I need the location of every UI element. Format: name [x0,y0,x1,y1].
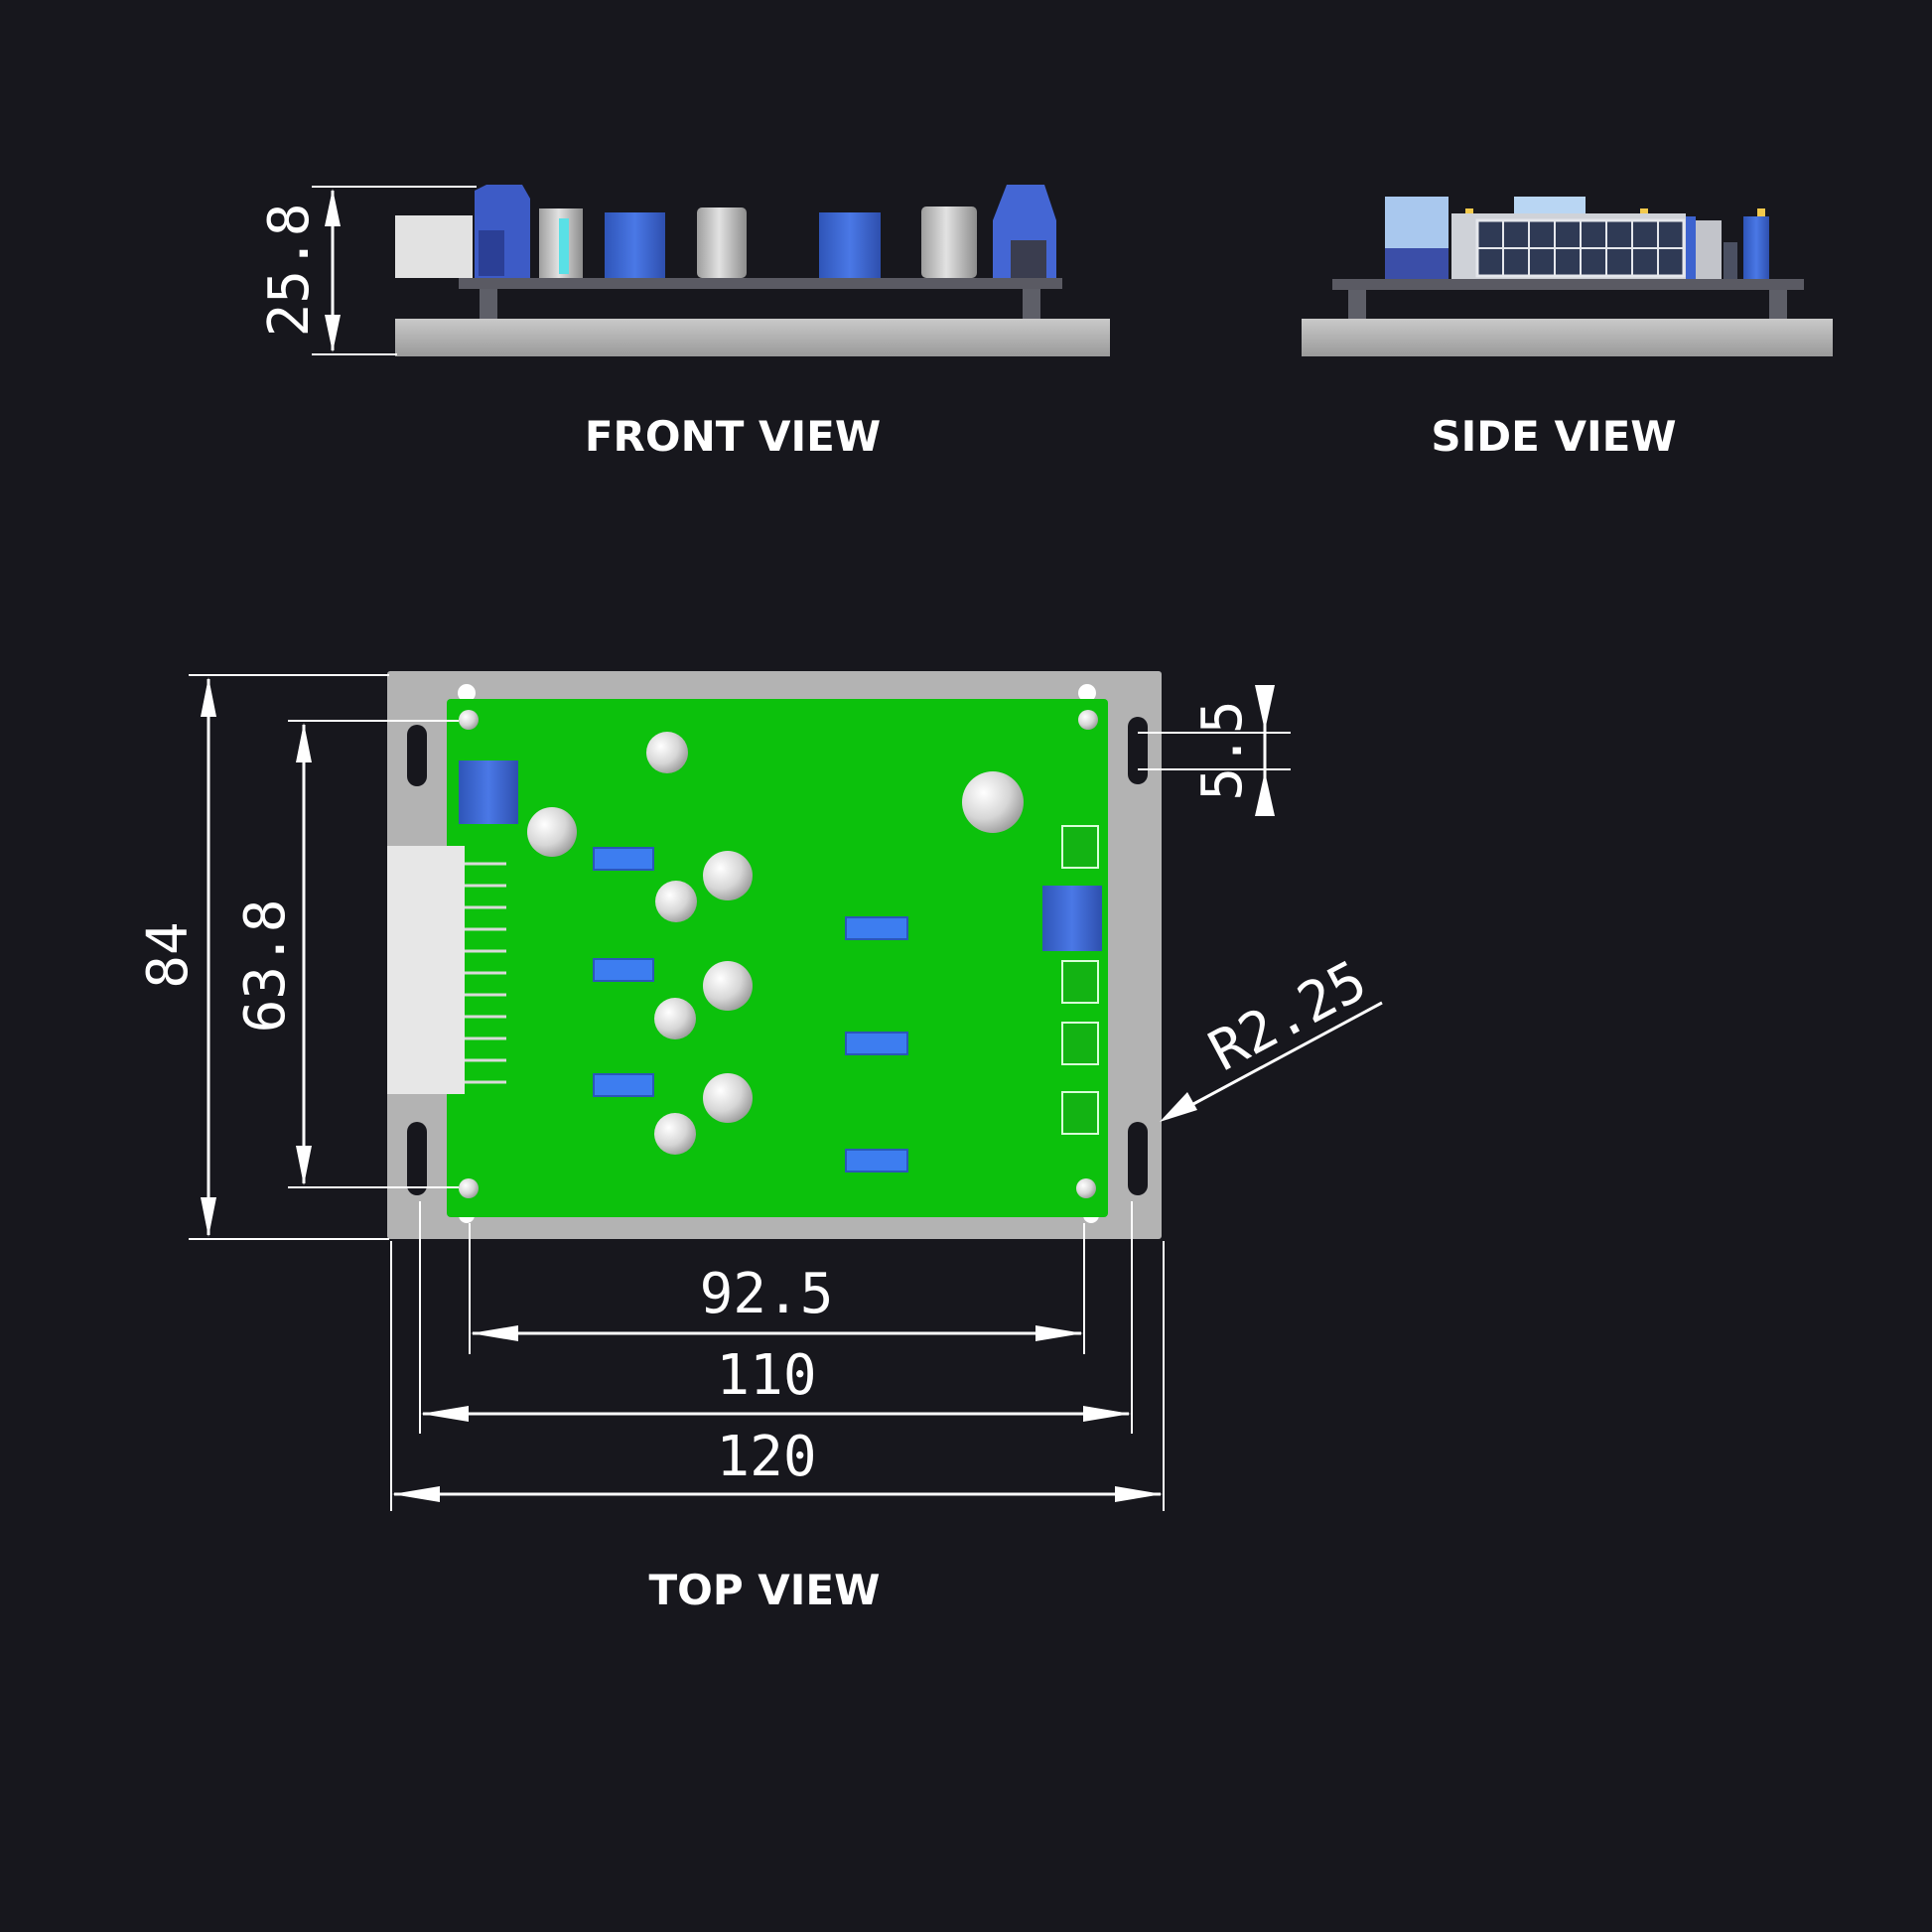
side-standoff-right [1769,288,1787,319]
round-components [527,732,1024,1155]
chip-large-left [459,760,518,824]
connector-pins [465,862,506,1084]
side-view-title: SIDE VIEW [1431,412,1676,461]
radius-leader-arrow [1160,1092,1197,1122]
dim-925-arrow-left [471,1325,518,1341]
dim-110-arrow-right [1083,1406,1131,1422]
overall-width-dimension: 120 [716,1425,816,1489]
side-view: SIDE VIEW [1302,197,1833,461]
side-blue-cap [1743,216,1769,279]
corner-radius-dimension: R2.25 [1199,948,1377,1084]
pcb-hole-tr [1078,710,1098,730]
dim-84-arrow-bottom [201,1197,216,1237]
dim-84-arrow-top [201,677,216,717]
front-blue-component-2 [819,212,881,278]
front-capacitor-3 [921,207,977,278]
side-blue-post [1686,216,1696,279]
pcb-hole-tl [459,710,479,730]
side-standoff-left [1348,288,1366,319]
dim-55-arrow-top [1255,685,1275,731]
slot-top-left [407,725,427,786]
front-capacitor-1-band [559,218,569,274]
side-grey-part [1696,220,1722,279]
pcb-edge-connector [387,846,465,1094]
dim-120-arrow-left [392,1486,440,1502]
dim-120-arrow-right [1115,1486,1163,1502]
slot-width-dimension: 5.5 [1190,700,1255,800]
vertical-hole-pitch-dimension: 63.8 [233,899,298,1034]
front-standoff-right [1023,288,1040,319]
side-base-plate [1302,319,1833,356]
plate-hole-tl [458,684,476,702]
pcb-hole-br [1076,1178,1096,1198]
front-base-plate [395,319,1110,356]
dim-925-arrow-right [1035,1325,1083,1341]
pcb-hole-bl [459,1178,479,1198]
top-view-title: TOP VIEW [649,1566,881,1614]
dim-55-arrow-bottom [1255,771,1275,816]
side-blue-cap-pin [1757,208,1765,216]
front-view: 25.8 FRONT VIEW [257,185,1110,461]
side-block-dark [1385,248,1449,279]
front-height-dimension: 25.8 [257,204,322,338]
resistors [593,847,908,1173]
plate-hole-tr [1078,684,1096,702]
horizontal-hole-pitch-dimension: 92.5 [700,1262,834,1326]
front-dim-arrow-bottom [325,315,341,352]
side-pcb-edge [1332,279,1804,290]
dim-638-arrow-bottom [296,1146,312,1185]
chip-large-right [1042,886,1102,951]
test-pads [1061,825,1099,1135]
slot-bottom-right [1128,1122,1148,1195]
side-top-cap [1514,197,1586,216]
side-block-light [1385,197,1449,248]
front-capacitor-2 [697,207,747,278]
top-view: 84 63.8 5.5 R2.25 92.5 1 [136,671,1383,1614]
side-small-dark [1724,242,1737,279]
slot-top-right [1128,717,1148,784]
front-connector [395,215,473,278]
dim-110-arrow-left [421,1406,469,1422]
front-blue-component-1 [605,212,665,278]
radius-leader [1167,1001,1383,1120]
front-dim-arrow-top [325,189,341,226]
front-pcb-edge [459,278,1062,289]
front-bracket-right-slot [1011,240,1046,278]
slot-pitch-dimension: 110 [716,1343,816,1408]
slot-bottom-left [407,1122,427,1195]
dim-638-arrow-top [296,723,312,762]
side-connector-grid [1477,220,1684,276]
front-bracket-left-slot [479,230,504,276]
front-standoff-left [480,288,497,319]
front-view-title: FRONT VIEW [585,412,881,461]
overall-height-dimension: 84 [136,921,201,988]
